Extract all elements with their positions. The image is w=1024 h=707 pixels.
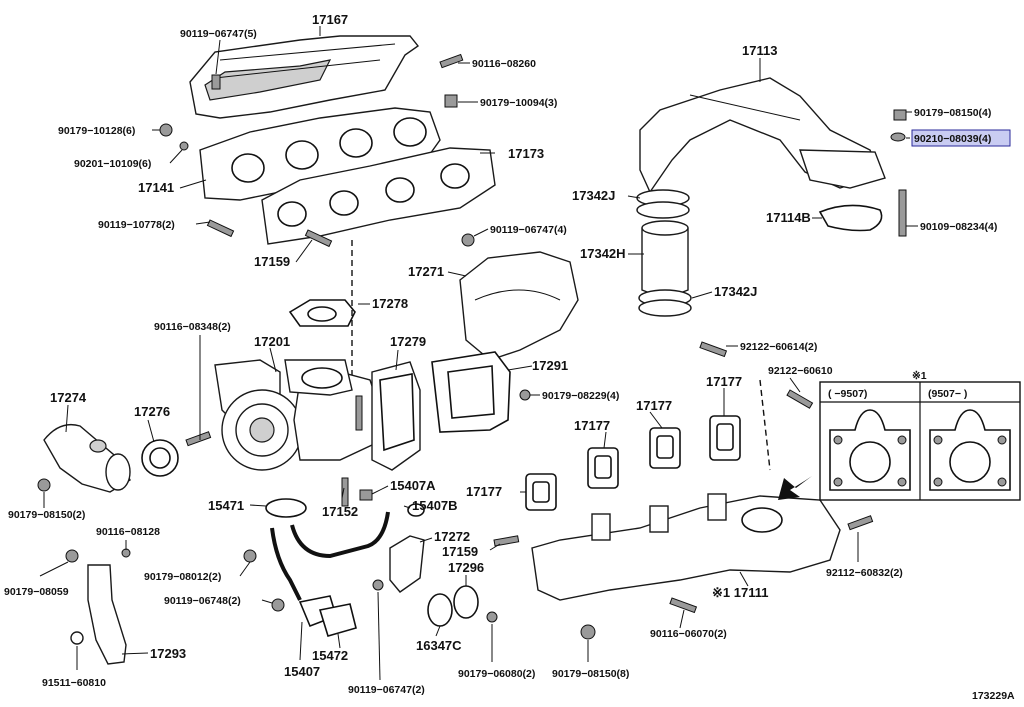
callout-17113: 17113 bbox=[742, 43, 777, 58]
callout-17342j-top: 17342J bbox=[572, 188, 615, 203]
callout-17141: 17141 bbox=[138, 180, 174, 195]
heat-insulator-17167 bbox=[189, 35, 420, 119]
callout-17159-lower: 17159 bbox=[442, 544, 478, 559]
callout-17177-a: 17177 bbox=[706, 374, 742, 389]
callout-90179-08150-4: 90179−08150(4) bbox=[914, 107, 991, 119]
elbow-17274 bbox=[37, 423, 131, 493]
callout-90179-08150-2: 90179−08150(2) bbox=[8, 509, 85, 521]
callout-15407: 15407 bbox=[284, 664, 320, 679]
callout-17293: 17293 bbox=[150, 646, 186, 661]
callout-17177-d: 17177 bbox=[466, 484, 502, 499]
callout-17111: ※1 17111 bbox=[712, 585, 768, 600]
callout-90119-06747-4: 90119−06747(4) bbox=[490, 224, 567, 236]
callout-90179-08059: 90179−08059 bbox=[4, 586, 69, 598]
callout-15472: 15472 bbox=[312, 648, 348, 663]
callout-17177-b: 17177 bbox=[636, 398, 672, 413]
exhaust-manifold-17111 bbox=[531, 493, 874, 640]
intake-pipe-17113 bbox=[639, 77, 886, 194]
callout-17114b: 17114B bbox=[766, 210, 811, 225]
callout-92122-60614: 92122−60614(2) bbox=[740, 341, 817, 353]
callout-90179-10128: 90179−10128(6) bbox=[58, 125, 135, 137]
oil-pipe-assembly bbox=[243, 477, 425, 637]
callout-15407b: 15407B bbox=[412, 498, 458, 513]
variant-inset bbox=[819, 381, 1021, 501]
callout-17201: 17201 bbox=[254, 334, 290, 349]
inset-mark: ※1 bbox=[912, 370, 927, 382]
heat-insulator-17271 bbox=[459, 233, 579, 361]
callout-90179-08150-8: 90179−08150(8) bbox=[552, 668, 629, 680]
callout-90116-08128: 90116−08128 bbox=[96, 526, 160, 538]
callout-17272: 17272 bbox=[434, 529, 470, 544]
callout-17274: 17274 bbox=[50, 390, 87, 405]
exhaust-manifold-17141 bbox=[199, 107, 441, 201]
diagram-id: 173229A bbox=[972, 690, 1015, 702]
callout-90179-08229: 90179−08229(4) bbox=[542, 390, 619, 402]
callout-90119-10778: 90119−10778(2) bbox=[98, 219, 175, 231]
callout-17291: 17291 bbox=[532, 358, 568, 373]
callout-17271: 17271 bbox=[408, 264, 444, 279]
callout-17296: 17296 bbox=[448, 560, 484, 575]
gasket-17278 bbox=[288, 299, 356, 327]
upper-fasteners bbox=[159, 53, 464, 248]
callout-90179-10094: 90179−10094(3) bbox=[480, 97, 557, 109]
callout-90116-08260: 90116−08260 bbox=[472, 58, 536, 70]
callout-15471: 15471 bbox=[208, 498, 244, 513]
callout-16347c: 16347C bbox=[416, 638, 462, 653]
callout-90179-06080: 90179−06080(2) bbox=[458, 668, 535, 680]
gasket-17114b bbox=[818, 109, 907, 237]
callout-92122-60610: 92122−60610 bbox=[768, 365, 833, 377]
direction-arrow bbox=[778, 476, 812, 500]
callout-17177-c: 17177 bbox=[574, 418, 610, 433]
callout-90119-06747-2: 90119−06747(2) bbox=[348, 684, 425, 696]
callout-15407a: 15407A bbox=[390, 478, 436, 493]
turbocharger-17201 bbox=[214, 359, 381, 471]
callout-90119-06748: 90119−06748(2) bbox=[164, 595, 241, 607]
outlet-elbow-17279 bbox=[371, 361, 421, 471]
callout-92112-60832: 92112−60832(2) bbox=[826, 567, 903, 579]
bracket-17272 bbox=[372, 535, 520, 593]
manifold-gasket-17173 bbox=[261, 147, 496, 245]
inset-col2: (9507− ) bbox=[928, 388, 967, 400]
callout-17279: 17279 bbox=[390, 334, 426, 349]
callout-90119-06747-5: 90119−06747(5) bbox=[180, 28, 257, 40]
callout-91511-60810: 91511−60810 bbox=[42, 677, 106, 689]
callout-17173: 17173 bbox=[508, 146, 544, 161]
callout-17276: 17276 bbox=[134, 404, 170, 419]
callout-90210-08039: 90210−08039(4) bbox=[914, 133, 991, 145]
callout-90179-08012: 90179−08012(2) bbox=[144, 571, 221, 583]
callout-17152: 17152 bbox=[322, 504, 358, 519]
callout-90201-10109: 90201−10109(6) bbox=[74, 158, 151, 170]
callout-17167: 17167 bbox=[312, 12, 348, 27]
hose-assembly bbox=[636, 189, 692, 317]
gasket-17291 bbox=[431, 351, 531, 433]
gasket-17276 bbox=[141, 431, 212, 477]
inset-col1: ( −9507) bbox=[828, 388, 867, 400]
leader-lines bbox=[39, 26, 918, 681]
callout-90116-08348: 90116−08348(2) bbox=[154, 321, 231, 333]
callout-90116-06070: 90116−06070(2) bbox=[650, 628, 727, 640]
callout-17159-upper: 17159 bbox=[254, 254, 290, 269]
callout-17342j-bottom: 17342J bbox=[714, 284, 757, 299]
bracket-17293 bbox=[65, 548, 131, 665]
callout-17342h: 17342H bbox=[580, 246, 626, 261]
callout-labels: 17167 90119−06747(5) 90116−08260 90179−1… bbox=[4, 12, 1015, 702]
callout-17278: 17278 bbox=[372, 296, 408, 311]
port-gaskets-17177 bbox=[525, 415, 741, 511]
callout-90109-08234: 90109−08234(4) bbox=[920, 221, 997, 233]
highlight-box bbox=[911, 129, 1011, 147]
gasket-pair-17296 bbox=[427, 585, 498, 627]
